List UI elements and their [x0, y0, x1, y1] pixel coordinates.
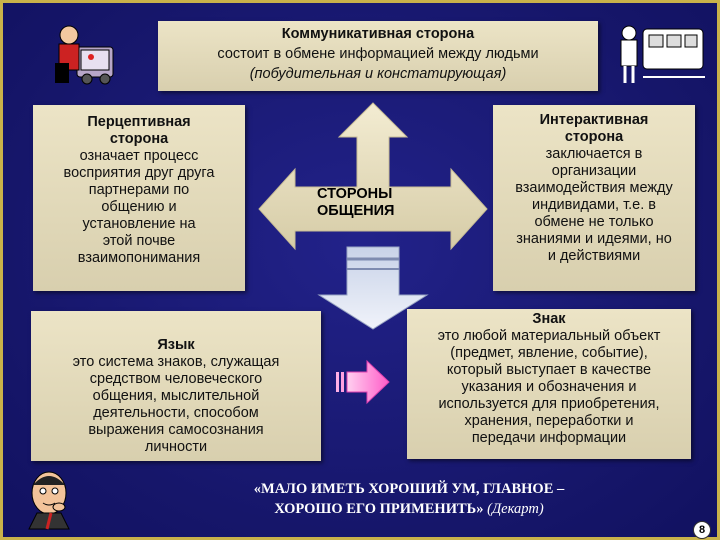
sign-line: (предмет, явление, событие),: [450, 345, 648, 361]
interactive-line: знаниями и идеями, но: [516, 231, 672, 247]
center-label: СТОРОНЫ ОБЩЕНИЯ: [317, 186, 417, 220]
communicative-note: (побудительная и констатирующая): [249, 66, 507, 82]
perceptive-line: означает процесс: [79, 148, 199, 164]
quote-author: (Декарт): [487, 501, 544, 517]
interactive-line: организации: [551, 163, 637, 179]
people-train-icon: [620, 25, 705, 83]
perceptive-line: партнерами по: [88, 182, 190, 198]
center-label-line-2: ОБЩЕНИЯ: [317, 203, 395, 219]
communicative-description: состоит в обмене информацией между людьм…: [217, 46, 539, 62]
sign-title: Знак: [532, 311, 566, 327]
interactive-line: взаимодействия между: [515, 180, 673, 196]
language-line: это система знаков, служащая: [72, 354, 280, 370]
communicative-title: Коммуникативная сторона: [281, 26, 475, 42]
language-box: Язык это система знаков, служащая средст…: [31, 311, 321, 461]
language-line: личности: [144, 439, 208, 455]
thinking-man-icon: [28, 471, 70, 530]
language-line: средством человеческого: [89, 371, 263, 387]
perceptive-line: установление на: [82, 216, 196, 232]
interactive-line: обмене не только: [534, 214, 654, 230]
sign-line: используется для приобретения,: [438, 396, 660, 412]
perceptive-title-2: сторона: [109, 131, 169, 147]
perceptive-line: общению и: [101, 199, 177, 215]
perceptive-title-1: Перцептивная: [87, 114, 191, 130]
interactive-line: заключается в: [545, 146, 643, 162]
interactive-line: индивидами, т.е. в: [531, 197, 656, 213]
communicative-side-box: Коммуникативная сторона состоит в обмене…: [158, 21, 598, 91]
perceptive-line: взаимопонимания: [77, 250, 201, 266]
quote: «МАЛО ИМЕТЬ ХОРОШИЙ УМ, ГЛАВНОЕ – ХОРОШО…: [99, 479, 719, 519]
quote-line-1: «МАЛО ИМЕТЬ ХОРОШИЙ УМ, ГЛАВНОЕ –: [253, 481, 565, 497]
perceptive-line: этой почве: [102, 233, 176, 249]
sign-line: это любой материальный объект: [437, 328, 661, 344]
language-title: Язык: [157, 337, 195, 353]
interactive-title-1: Интерактивная: [539, 112, 649, 128]
language-line: общения, мыслительной: [92, 388, 260, 404]
page-number: 8: [693, 521, 711, 539]
center-label-line-1: СТОРОНЫ: [317, 186, 393, 202]
person-computer-icon: [55, 25, 114, 85]
sign-box: Знак это любой материальный объект (пред…: [407, 309, 691, 459]
sign-line: хранения, переработки и: [464, 413, 634, 429]
interactive-line: и действиями: [547, 248, 641, 264]
sign-line: передачи информации: [471, 430, 627, 446]
pink-right-arrow: [336, 359, 390, 405]
three-way-arrow: [258, 102, 488, 330]
perceptive-side-box: Перцептивная сторона означает процесс во…: [33, 105, 245, 291]
sign-line: указания и обозначения и: [461, 379, 637, 395]
language-line: деятельности, способом: [93, 405, 259, 421]
quote-line-2: ХОРОШО ЕГО ПРИМЕНИТЬ»: [274, 501, 484, 517]
perceptive-line: восприятия друг друга: [63, 165, 215, 181]
language-line: выражения самосознания: [88, 422, 264, 438]
interactive-side-box: Интерактивная сторона заключается в орга…: [493, 105, 695, 291]
interactive-title-2: сторона: [564, 129, 624, 145]
sign-line: который выступает в качестве: [446, 362, 652, 378]
